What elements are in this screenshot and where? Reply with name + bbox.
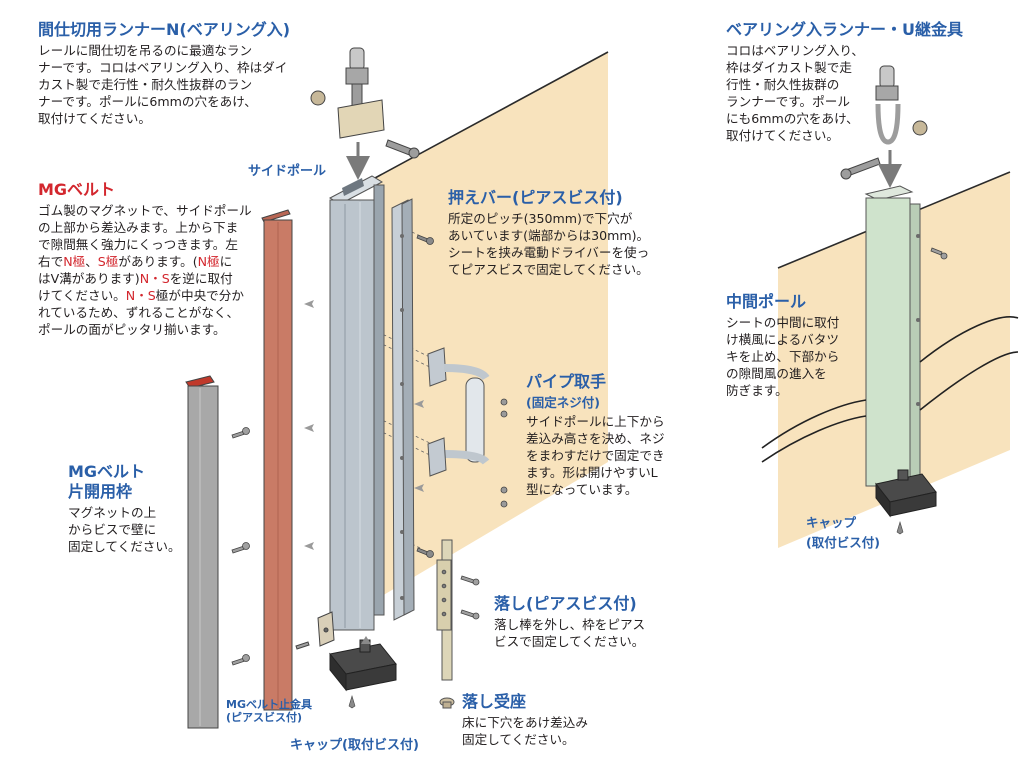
cap-left-label: キャップ(取付ビス付) [290,738,419,753]
drop-bolt [436,539,453,681]
middle-pole-title: 中間ポール [726,292,807,311]
mg-belt-text: ゴム製のマグネットで、サイドポール の上部から差込みます。上から下ま で隙間無く… [38,203,252,337]
runner-u-title: ベアリング入ランナー・U継金具 [726,20,963,39]
mg-stopper [295,611,335,650]
mg-frame-text: マグネットの上 からビスで壁に 固定してください。 [68,505,181,554]
cap-left [329,639,397,692]
pipe-handle [427,347,490,477]
pipe-handle-text: サイドポールに上下から 差込み高さを決め、ネジ をまわすだけで固定でき ます。形… [526,414,665,497]
pipe-handle-block: パイプ取手 (固定ネジ付) サイドポールに上下から 差込み高さを決め、ネジ をま… [526,372,665,498]
mg-frame-block: MGベルト 片開用枠 マグネットの上 からビスで壁に 固定してください。 [68,462,181,555]
middle-pole [864,185,921,487]
wind-sheet [761,316,1019,463]
mg-frame-title-2: 片開用枠 [68,482,133,501]
side-pole-label: サイドポール [248,164,327,179]
mg-stopper-label: MGベルト止金具 (ピアスビス付) [226,698,312,724]
runner-n-title: 間仕切用ランナーN(ベアリング入) [38,20,291,39]
mg-frame [185,375,219,729]
side-pole [328,175,385,631]
drop-seat-text: 床に下穴をあけ差込み 固定してください。 [462,715,588,747]
pipe-handle-screws [500,398,508,508]
runner-n [310,47,420,159]
mg-belt [261,209,293,711]
pipe-handle-subtitle: (固定ネジ付) [526,395,600,410]
drop-bolt-block: 落し(ピアスビス付) 落し棒を外し、枠をピアス ビスで固定してください。 [494,594,645,650]
drop-seat-title: 落し受座 [462,692,527,711]
cap-right-screw [896,520,904,535]
cap-left-arrow [361,636,371,644]
mg-belt-block: MGベルト ゴム製のマグネットで、サイドポール の上部から差込みます。上から下ま… [38,180,252,338]
press-bar [391,198,415,621]
drop-bolt-text: 落し棒を外し、枠をピアス ビスで固定してください。 [494,617,646,649]
pipe-handle-title: パイプ取手 [526,372,607,391]
pipe-handle-arrows [414,400,424,492]
belt-arrows [304,300,314,550]
mg-frame-title-1: MGベルト [68,462,146,481]
press-bar-text: 所定のピッチ(350mm)で下穴が あいています(端部からは30mm)。 シート… [448,211,650,277]
cap-right-label: キャップ (取付ビス付) [806,515,880,550]
middle-pole-text: シートの中間に取付 け横風によるバタツ キを止め、下部から の隙間風の進入を 防… [726,315,840,398]
press-bar-block: 押えバー(ピアスビス付) 所定のピッチ(350mm)で下穴が あいています(端部… [448,188,649,278]
press-bar-title: 押えバー(ピアスビス付) [448,188,623,207]
mg-frame-screws [231,427,250,666]
cap-left-screw [348,694,356,709]
cap-right [875,469,937,518]
runner-u-text: コロはベアリング入り、 枠はダイカスト製で走 行性・耐久性抜群の ランナーです。… [726,43,865,143]
middle-pole-screws [930,247,948,260]
drop-bolt-title: 落し(ピアスビス付) [494,594,637,613]
runner-u-block: ベアリング入ランナー・U継金具 コロはベアリング入り、 枠はダイカスト製で走 行… [726,20,963,144]
middle-pole-block: 中間ポール シートの中間に取付 け横風によるバタツ キを止め、下部から の隙間風… [726,292,839,399]
runner-u [840,65,928,180]
runner-n-text: レールに間仕切を吊るのに最適なラン ナーです。コロはベアリング入り、枠はダイ カ… [38,43,288,126]
press-bar-screws [416,234,434,558]
drop-bolt-screws [460,575,480,620]
drop-seat [439,697,455,709]
runner-n-block: 間仕切用ランナーN(ベアリング入) レールに間仕切を吊るのに最適なラン ナーです… [38,20,290,127]
drop-seat-block: 落し受座 床に下穴をあけ差込み 固定してください。 [462,692,588,748]
mg-belt-title: MGベルト [38,180,116,199]
